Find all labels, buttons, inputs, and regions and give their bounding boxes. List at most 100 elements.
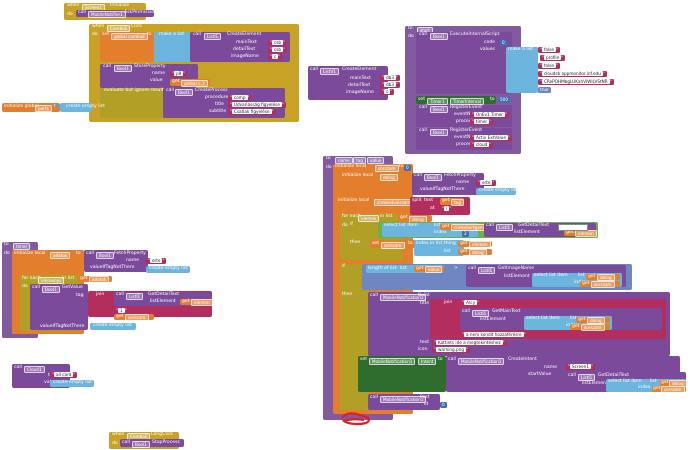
intent-dropdown[interactable]: Intent — [418, 357, 437, 365]
index-in-list[interactable]: index in list thing list — [414, 240, 464, 256]
maintext-string[interactable]: "db3" — [380, 75, 400, 81]
join-string[interactable]: "1" — [114, 308, 129, 314]
mobile-notifier-dropdown[interactable]: MobileNotifier1 — [88, 10, 126, 18]
list-item-6[interactable]: true — [538, 87, 551, 93]
list-dropdown[interactable]: ListI1 — [578, 373, 596, 381]
get-global-var[interactable]: get global c..t — [170, 79, 210, 87]
get-tag[interactable]: get tag — [440, 198, 464, 206]
eventname-string[interactable]: "OnEv1 Timer" — [470, 112, 509, 118]
dolog-dropdown[interactable]: dolog — [587, 317, 605, 325]
name-string[interactable]: "erte" — [146, 258, 167, 264]
timer-dropdown[interactable]: Timer1 — [427, 97, 448, 105]
get-value-call[interactable]: call Bool1 GetValue tag valueIfTagNotThe… — [30, 284, 88, 330]
list-dropdown[interactable]: ListI1 — [472, 309, 490, 317]
init-global-parts[interactable]: initialize global parts to — [2, 103, 60, 112]
property-dropdown[interactable]: TimerInterval — [450, 97, 485, 105]
create-empty-list[interactable]: create empty list — [476, 188, 518, 195]
text-string[interactable]: "Kattints ide a megtekintéshez" — [432, 340, 507, 346]
fetch-property-call[interactable]: call Bool1 FetchProperty name valueIfTag… — [84, 250, 148, 272]
proc-name[interactable]: name — [335, 156, 353, 164]
list-dropdown[interactable]: ListI1 — [126, 292, 144, 300]
cloud-dropdown[interactable]: Cloud1 — [24, 365, 45, 373]
get-sorszam-3[interactable]: get sorszam — [652, 386, 686, 394]
var-name[interactable]: sorszam — [375, 164, 399, 172]
global-var-dropdown[interactable]: global comboE — [111, 32, 148, 40]
get-value[interactable]: get value — [414, 266, 444, 274]
procedure-string[interactable]: "cloud" — [470, 142, 494, 148]
item-var[interactable]: elemek — [358, 214, 380, 222]
list-item-1[interactable]: "false" — [538, 47, 560, 53]
set-intent-block[interactable]: set MobileNotification1 Intent to — [358, 356, 446, 392]
execute-script-call[interactable]: call Bool1 ExecuteInternalScript code va… — [416, 32, 512, 94]
notification-dropdown[interactable]: MobileNotification1 — [458, 357, 505, 365]
notification-dropdown[interactable]: MobileNotification1 — [380, 293, 427, 301]
set-timer-interval[interactable]: set Timer1 TimerInterval to — [416, 96, 496, 105]
detailtext-string[interactable]: "csb" — [268, 47, 288, 53]
subtitle-string[interactable]: "Csatlak figyelése" — [228, 109, 276, 115]
post-id-number[interactable]: 0 — [440, 402, 447, 408]
code-number[interactable]: 0 — [500, 40, 507, 46]
sorszam-dropdown[interactable]: sorszam — [125, 314, 149, 322]
maintext-string[interactable]: "csb" — [268, 40, 288, 46]
value-dropdown[interactable]: value — [425, 266, 443, 274]
evaluate-ignore-block[interactable]: evaluate but ignore result — [100, 88, 164, 118]
mid-create-element[interactable]: call ListV1 CreateElement mainText detai… — [308, 66, 388, 100]
bool-dropdown[interactable]: Bool1 — [430, 128, 448, 136]
var-name[interactable]: adatok — [50, 251, 71, 259]
notification-post-call[interactable]: call MobileNotification1 Post id — [368, 394, 440, 410]
index-number[interactable]: 2 — [462, 231, 469, 237]
imagename-string[interactable]: "c" — [380, 89, 395, 95]
proc-name[interactable]: timer — [13, 242, 31, 250]
get-dolog-4[interactable]: get dolog — [576, 317, 610, 325]
arg-value[interactable]: value — [367, 156, 385, 164]
length-of-list[interactable]: length of list list — [366, 265, 444, 273]
set-sorszam[interactable]: set sorszam to — [370, 240, 416, 249]
tag-dropdown[interactable]: tag — [451, 198, 464, 206]
list-item-3[interactable]: "false" — [538, 63, 560, 69]
get-dolog-2[interactable]: get dolog — [458, 249, 492, 257]
var-name[interactable]: dolog — [380, 173, 398, 181]
stop-process-call[interactable]: call Bool1 StopProcess — [120, 439, 184, 448]
get-dolog[interactable]: get dolog — [398, 215, 432, 223]
if-block-1[interactable]: if then — [348, 222, 378, 260]
init-local-cimke[interactable]: initialize local cimkeidvalszam — [336, 197, 414, 207]
bool-dropdown[interactable]: Bool1 — [96, 251, 114, 259]
get-elem[interactable]: get elemen — [180, 299, 213, 307]
list-item-4[interactable]: "cloudsb appmonitor.inf.edu" — [538, 71, 607, 77]
make-a-list-block[interactable]: make a list — [506, 47, 538, 93]
arg-tag[interactable]: tag — [353, 156, 366, 164]
create-empty-list[interactable]: create empty list — [50, 380, 94, 387]
split-at-string[interactable]: "i" — [440, 206, 454, 212]
set-global-combo[interactable]: set global comboE to — [100, 32, 154, 62]
ask-permission-call[interactable]: call MobileNotifier1 AskPermission — [76, 10, 157, 18]
list-dropdown[interactable]: ListI1 — [204, 32, 222, 40]
name-string[interactable]: "erte" — [476, 180, 497, 186]
title-string[interactable]: "Udvariasság figyelése" — [228, 102, 286, 108]
item-var[interactable]: elemenys — [38, 276, 65, 284]
bool-dropdown[interactable]: Bool1 — [42, 285, 60, 293]
procedure-string[interactable]: "timer" — [470, 119, 494, 125]
interval-number[interactable]: 500 — [498, 97, 510, 103]
detailtext-string[interactable]: "db3" — [380, 82, 400, 88]
sorszam-dropdown[interactable]: sorszam — [591, 281, 615, 289]
sorszam-dropdown[interactable]: sorszam — [661, 386, 685, 394]
name-string[interactable]: "p9" — [170, 71, 188, 77]
screen-name-string[interactable]: "Screen1" — [566, 364, 595, 370]
var-name[interactable]: cimkeidvalszam — [374, 198, 414, 206]
elem-dropdown[interactable]: elemen — [469, 241, 491, 249]
var-name[interactable]: parts — [35, 104, 52, 112]
join-string-2[interactable]: "a nem kondit hozzáférésre" — [460, 332, 528, 338]
create-empty-list[interactable]: create empty list — [146, 266, 190, 273]
join-string-1[interactable]: "Arcy" — [460, 300, 482, 306]
bool-dropdown[interactable]: Bool1 — [430, 32, 448, 40]
sorszam-dropdown[interactable]: sorszam — [381, 241, 405, 249]
get-dolog-3[interactable]: get dolog — [586, 274, 620, 282]
dolog-dropdown[interactable]: dolog — [597, 274, 615, 282]
bool-dropdown[interactable]: Bool1 — [114, 64, 132, 72]
get-sorszam[interactable]: get sorszam — [114, 314, 154, 322]
notification-dropdown[interactable]: MobileNotification1 — [369, 357, 416, 365]
cimke-dropdown[interactable]: cimkeleirtgem — [451, 224, 487, 232]
list-dropdown[interactable]: ListV1 — [320, 67, 339, 75]
elem-dropdown[interactable]: elemen — [575, 230, 597, 238]
procedure-string[interactable]: "comp" — [228, 95, 252, 101]
